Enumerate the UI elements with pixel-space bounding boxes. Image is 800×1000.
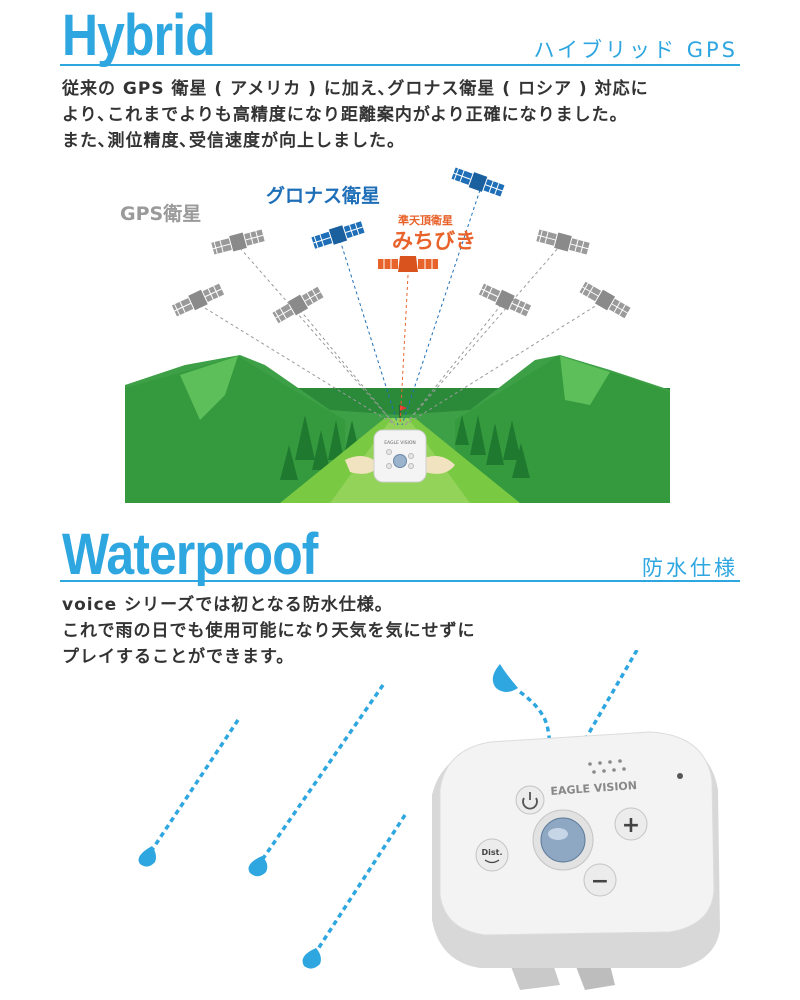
water-drop-icon [492,664,518,692]
hybrid-description-line: 従来の GPS 衛星 ( アメリカ ) に加え､グロナス衛星 ( ロシア ) 対… [62,79,649,99]
waterproof-heading: Waterproof [62,522,318,587]
qzss-sublabel: 準天頂衛星 [398,213,453,227]
qzss-label: みちびき [392,229,476,253]
waterproof-illustration: EAGLE VISION + − Dist. [138,650,720,990]
waterproof-description-line: プレイすることができます。 [62,647,295,667]
hybrid-divider [60,64,740,66]
dist-label: Dist. [481,848,502,857]
satellite-illustration: GPS衛星 グロナス衛星 準天頂衛星 みちびき EAGLE VISION [120,165,670,503]
minus-button: − [583,863,617,897]
glonass-satellite-label: グロナス衛星 [266,184,380,207]
waterproof-description-line: これで雨の日でも使用可能になり天気を気にせずに [62,621,476,641]
device-image: EAGLE VISION + − Dist. [432,731,720,990]
hybrid-heading: Hybrid [62,3,216,68]
waterproof-subtitle: 防水仕様 [642,556,738,580]
waterproof-description-line: voice シリーズでは初となる防水仕様。 [62,595,393,615]
hybrid-description: 従来の GPS 衛星 ( アメリカ ) に加え､グロナス衛星 ( ロシア ) 対… [62,76,649,154]
small-device-icon: EAGLE VISION [373,429,427,483]
device-brand: EAGLE VISION [550,779,637,798]
water-drop-icon [248,856,268,877]
center-button [532,809,594,871]
hybrid-description-line: より､これまでよりも高精度になり距離案内がより正確になりました。 [62,105,628,125]
rain-trails [150,650,639,953]
minus-icon: − [591,869,609,894]
waterproof-divider [60,580,740,582]
water-drops [138,664,518,969]
water-drop-icon [302,948,321,969]
small-device-brand: EAGLE VISION [384,440,416,446]
hybrid-description-line: また､測位精度､受信速度が向上しました。 [62,131,405,151]
plus-button: + [614,807,648,841]
gps-satellite-label: GPS衛星 [120,202,201,225]
waterproof-description: voice シリーズでは初となる防水仕様。 これで雨の日でも使用可能になり天気を… [62,592,476,670]
power-button [515,785,545,815]
water-drop-icon [138,846,156,867]
hybrid-subtitle: ハイブリッド GPS [533,38,738,62]
dist-button: Dist. [475,838,509,872]
plus-icon: + [622,813,640,838]
